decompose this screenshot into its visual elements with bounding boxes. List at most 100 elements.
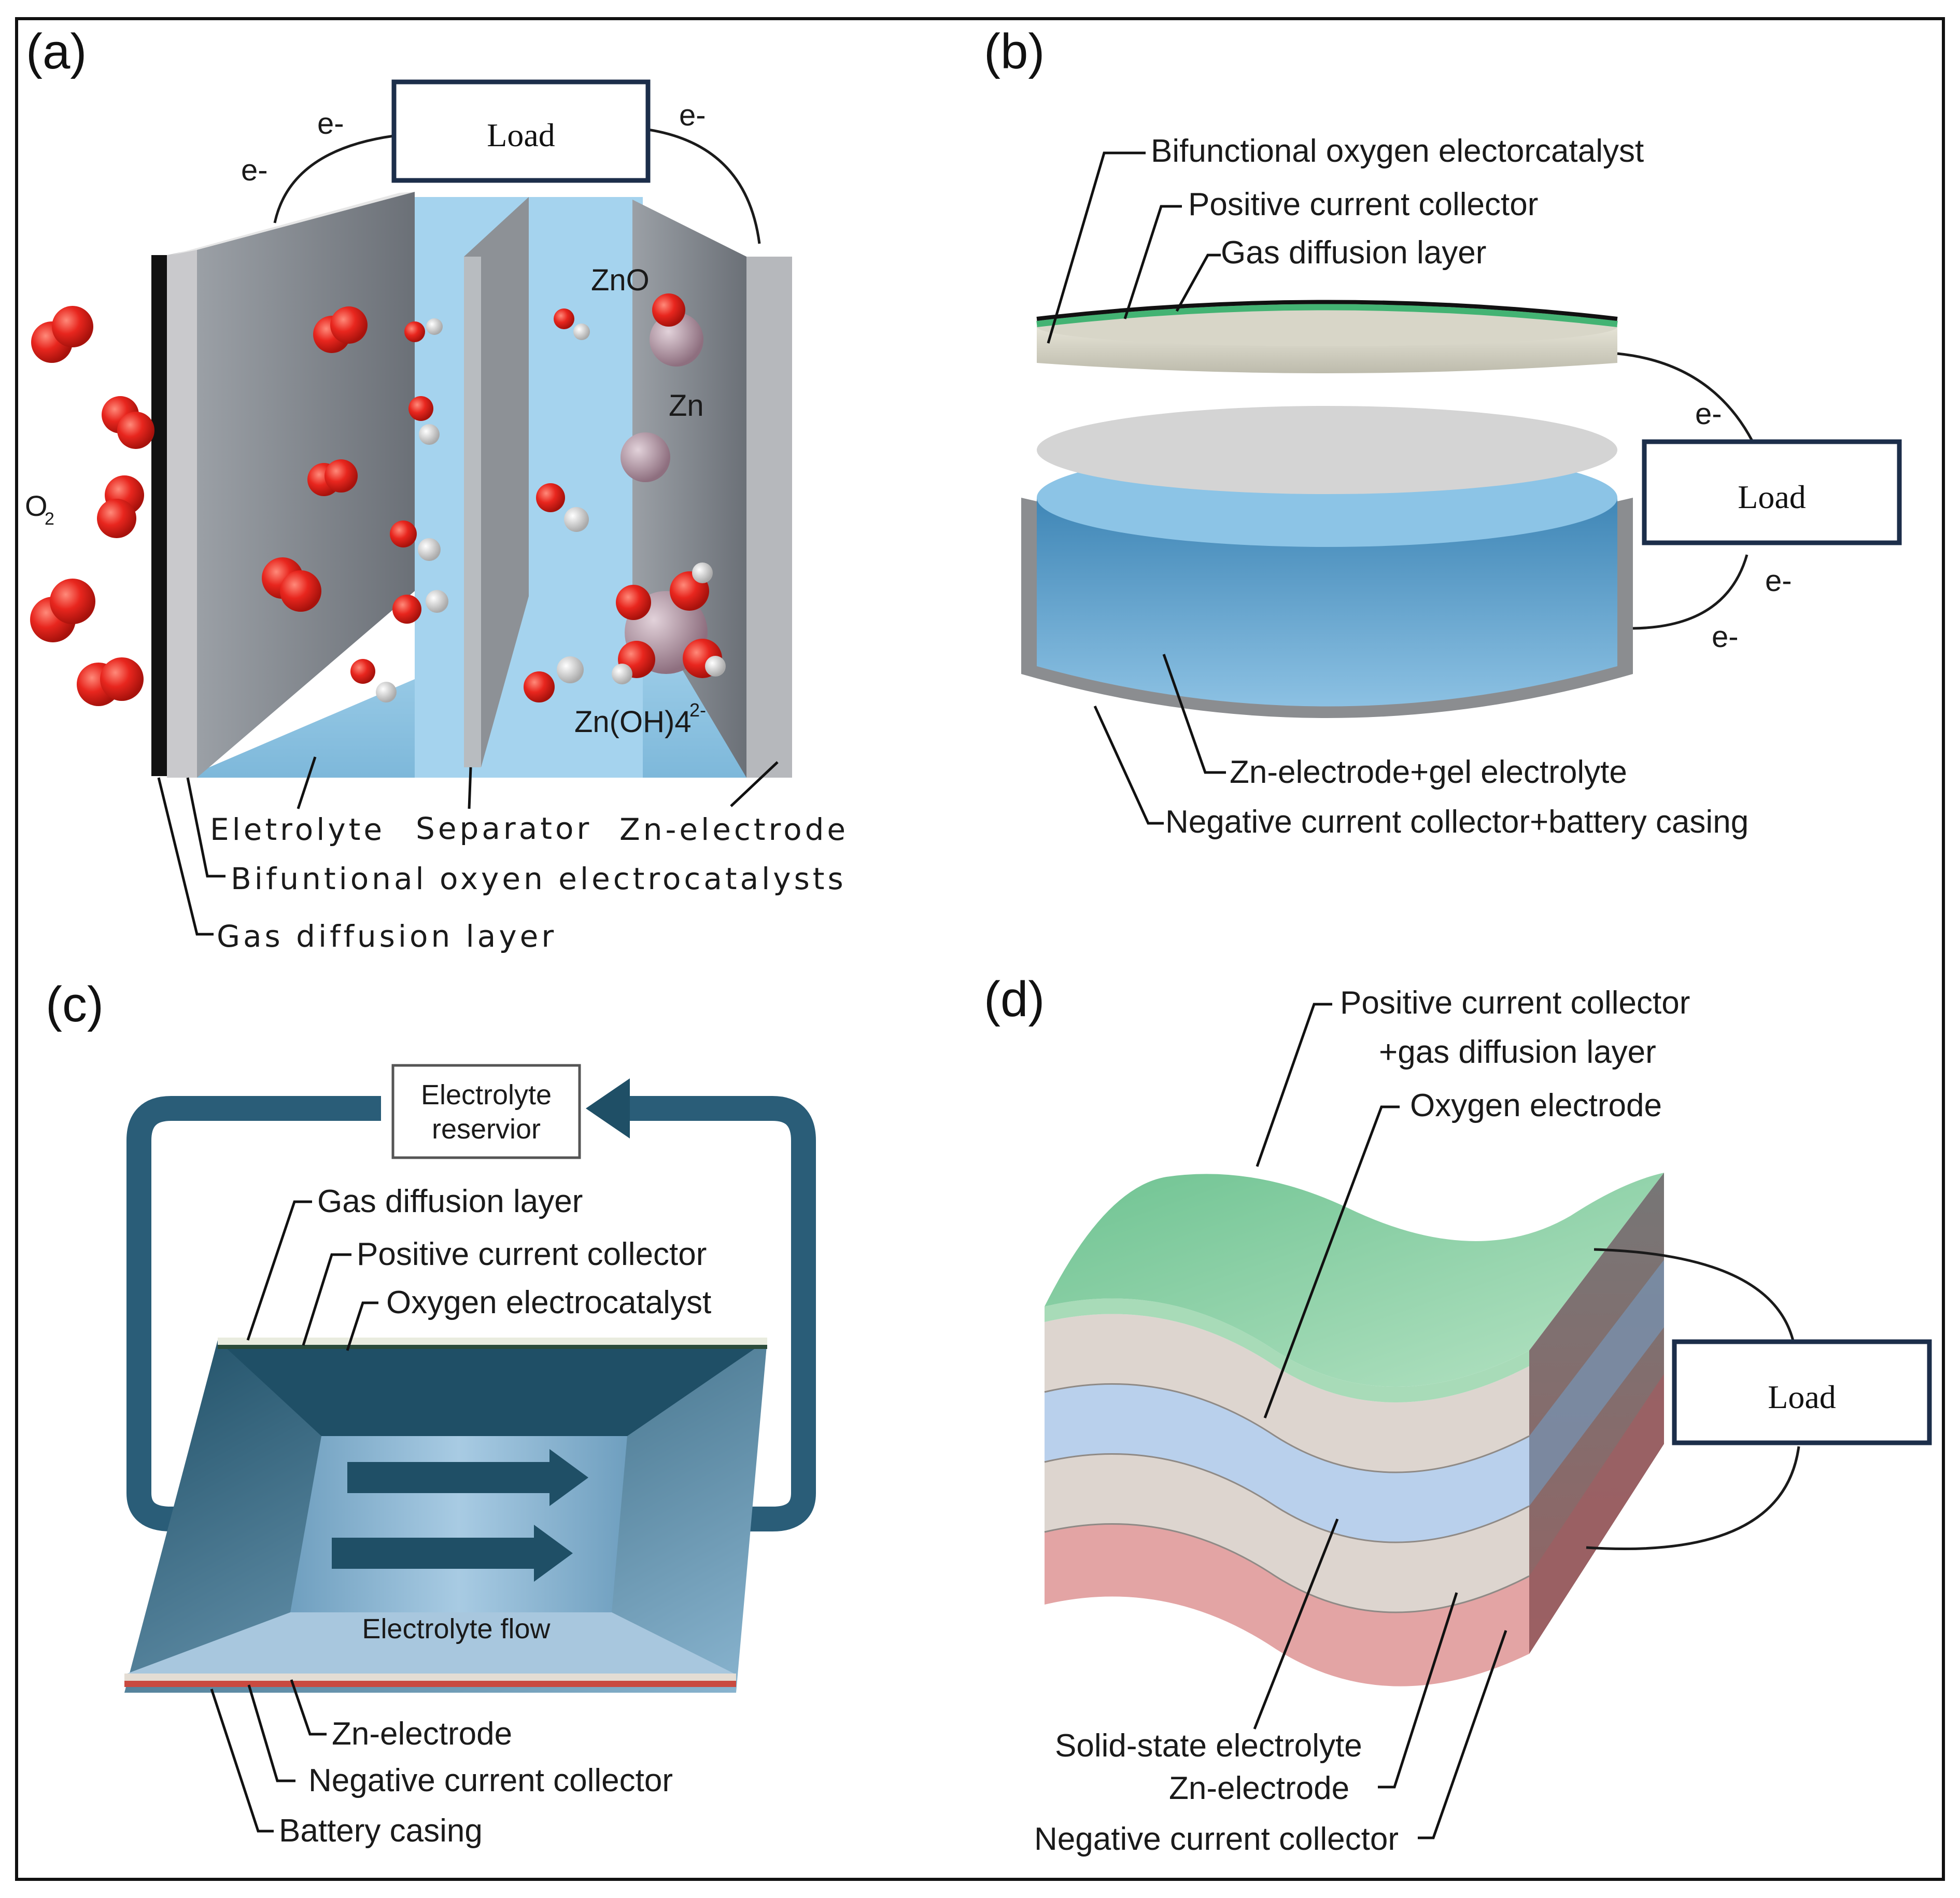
panel-a-gdl [151, 255, 167, 776]
panel-c-leader-catalyst [346, 1301, 378, 1351]
panel-d-label-zn: Zn-electrode [1169, 1770, 1349, 1806]
panel-a-zincate-superscript: 2- [689, 699, 706, 721]
panel-c-negative-layer [124, 1681, 736, 1687]
panel-b-green-layer [1036, 304, 1618, 327]
panel-c-top-dark-layer [218, 1345, 767, 1349]
panel-d-wire-top [1594, 1248, 1795, 1343]
panel-a-electron-1: e- [317, 107, 344, 140]
panel-b-black-layer [1036, 300, 1618, 321]
panel-c-top-layers [218, 1338, 767, 1345]
panel-b-wire-top [1617, 352, 1754, 442]
panel-d-leader-zn [1378, 1592, 1458, 1789]
panel-c-loop-arrowhead [586, 1078, 630, 1138]
panel-b-separator-disk [1037, 406, 1617, 494]
panel-b-electron-2: e- [1765, 564, 1792, 598]
panel-a-leader-zn [730, 761, 779, 807]
panel-d-layer-green-top [1045, 1173, 1664, 1387]
panel-a-leader-gdl [157, 777, 214, 936]
panel-b: (b) Load e- e- e- Bifunctional oxygen el… [984, 24, 1902, 840]
panel-a-wire-right [647, 128, 761, 244]
panel-a-load-box [391, 79, 651, 183]
panel-b-leader-collector [1123, 205, 1182, 319]
panel-c-leader-collector [302, 1253, 351, 1346]
panel-d-leader-positive [1256, 1003, 1332, 1167]
panel-c-letter: (c) [46, 977, 104, 1032]
panel-d-layer-zn [1045, 1454, 1529, 1612]
panel-a-electron-3: e- [679, 99, 706, 132]
panel-a-letter: (a) [26, 24, 87, 79]
panel-d-label-oxygen: Oxygen electrode [1410, 1088, 1662, 1123]
panel-d-load-label: Load [1768, 1379, 1836, 1415]
panel-b-electron-1: e- [1695, 397, 1722, 431]
panel-b-leader-catalyst [1047, 151, 1146, 344]
panel-b-cylinder-body [1037, 498, 1617, 707]
panel-d-layer-green-front [1045, 1298, 1529, 1402]
panel-d-side-pink [1529, 1374, 1664, 1654]
panel-a-wire-left [273, 134, 394, 223]
panel-a-electron-2: e- [241, 153, 268, 187]
panel-c-reservoir-line2: reservior [432, 1114, 541, 1145]
panel-c-reservoir-line1: Electrolyte [421, 1079, 552, 1110]
panel-b-label-zn-gel: Zn-electrode+gel electrolyte [1230, 754, 1627, 790]
panel-a-o2-label: O [25, 489, 48, 522]
panel-a-label-gdl: Gas diffusion layer [217, 919, 557, 954]
panel-c-loop-left [126, 1096, 381, 1531]
panel-b-leader-zn [1162, 654, 1226, 774]
panel-d-label-positive-2: +gas diffusion layer [1379, 1034, 1656, 1070]
panel-d-leader-negative [1418, 1630, 1507, 1839]
panel-a-label-catalyst: Bifuntional oxyen electrocatalysts [231, 861, 847, 896]
panel-c-label-collector: Positive current collector [357, 1236, 707, 1272]
panel-d-layer-negative [1045, 1524, 1529, 1686]
panel-d-load-box [1672, 1339, 1932, 1445]
panel-c-zn-layer [124, 1674, 736, 1681]
panel-b-label-catalyst: Bifunctional oxygen electorcatalyst [1151, 133, 1644, 169]
panel-a-label-separator: Separator [416, 811, 592, 846]
panel-c-loop-right [622, 1096, 816, 1531]
panel-d-layer-lines [1044, 1383, 1530, 1613]
panel-b-electron-3: e- [1712, 620, 1739, 654]
panel-a-leader-separator [468, 767, 472, 809]
panel-a-label-zn-electrode: Zn-electrode [619, 812, 849, 847]
panel-c-cell-top [218, 1340, 767, 1436]
panel-a-cathode-top [171, 192, 415, 255]
panel-a-inner-molecules [262, 293, 726, 702]
panel-b-letter: (b) [984, 24, 1045, 79]
panel-a-zno-label: ZnO [591, 263, 650, 297]
panel-b-top-disk-face [1037, 307, 1617, 346]
panel-b-label-collector: Positive current collector [1188, 187, 1538, 222]
panel-b-leader-gdl [1175, 254, 1221, 312]
panel-c-label-catalyst: Oxygen electrocatalyst [386, 1285, 711, 1320]
panel-d-side-blue [1529, 1260, 1664, 1506]
panel-a-zincate-label: Zn(OH)4 [574, 705, 692, 739]
panel-d-label-positive-1: Positive current collector [1340, 985, 1690, 1021]
panel-a-leader-electrolyte [297, 756, 317, 809]
panel-d: (d) Load Positive current collector +gas… [984, 972, 1932, 1857]
panel-c-flow-arrow-top [347, 1449, 588, 1506]
panel-c-reservoir-box [391, 1064, 581, 1159]
panel-d-layer-oxygen [1045, 1314, 1529, 1472]
panel-c-label-gdl: Gas diffusion layer [317, 1184, 583, 1219]
panel-d-leader-electrolyte [1253, 1519, 1339, 1730]
panel-d-letter: (d) [984, 972, 1045, 1027]
panel-a-leader-catalyst [186, 777, 225, 878]
panel-b-label-casing: Negative current collector+battery casin… [1165, 804, 1749, 840]
panel-b-leader-casing [1093, 705, 1164, 825]
panel-b-wire-bottom [1632, 554, 1749, 630]
panel-c-label-negative: Negative current collector [308, 1763, 673, 1798]
panel-c-leader-negative [247, 1684, 295, 1782]
panel-c-leader-gdl [246, 1200, 312, 1341]
panel-a-catalyst-layer [167, 249, 197, 778]
panel-a-load-label: Load [487, 117, 555, 153]
panel-a-o2-subscript: 2 [45, 509, 54, 529]
panel-c-cell-bottom [124, 1612, 736, 1675]
panel-d-leader-oxygen [1263, 1105, 1400, 1418]
panel-b-label-gdl: Gas diffusion layer [1221, 235, 1486, 271]
panel-c-label-zn: Zn-electrode [332, 1716, 512, 1752]
panel-a: (a) Load e- e- e- O 2 [25, 24, 849, 954]
panel-b-load-box [1642, 439, 1902, 545]
figure-border [15, 17, 1945, 1881]
panel-c-leader-casing [210, 1689, 274, 1833]
panel-d-layer-electrolyte [1045, 1384, 1529, 1542]
panel-c-label-casing: Battery casing [279, 1813, 483, 1849]
panel-d-label-electrolyte: Solid-state electrolyte [1055, 1728, 1362, 1764]
